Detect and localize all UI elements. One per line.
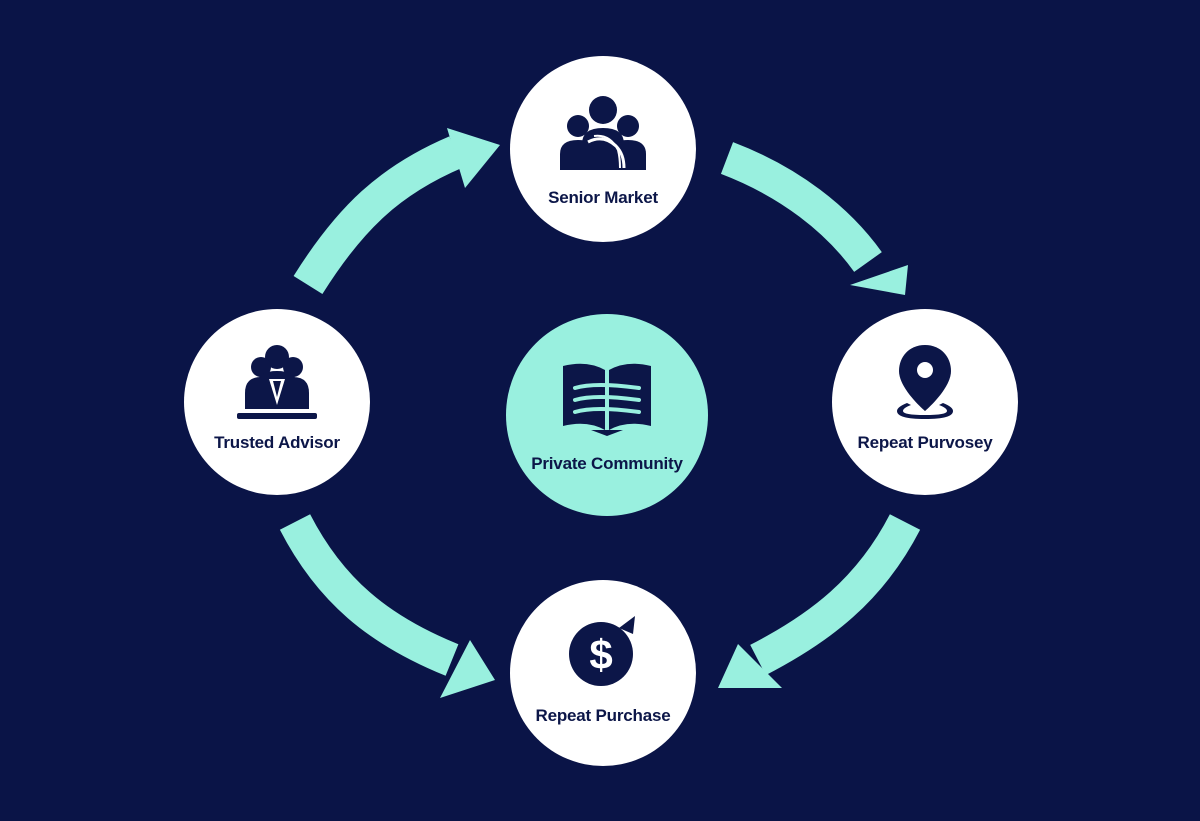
arrow-advisor-to-senior-market xyxy=(293,128,500,295)
node-label-senior-market: Senior Market xyxy=(548,188,658,207)
location-pin-icon xyxy=(897,345,953,419)
node-repeat-purvosey: Repeat Purvosey xyxy=(832,309,1018,495)
svg-text:$: $ xyxy=(589,631,612,678)
node-senior-market: Senior Market xyxy=(510,56,696,242)
node-label-trusted-advisor: Trusted Advisor xyxy=(214,433,340,452)
arrow-senior-market-to-purvosey xyxy=(720,142,908,295)
arrow-advisor-to-purchase xyxy=(279,514,495,698)
open-book-icon xyxy=(563,363,651,436)
node-label-private-community: Private Community xyxy=(531,454,683,473)
people-group-icon xyxy=(560,96,646,170)
node-private-community: Private Community xyxy=(506,314,708,516)
node-label-repeat-purchase: Repeat Purchase xyxy=(535,706,671,725)
arrow-purvosey-to-purchase xyxy=(718,514,921,688)
node-repeat-purchase: $ Repeat Purchase xyxy=(510,580,696,766)
advisor-icon xyxy=(237,345,317,419)
dollar-coin-icon: $ xyxy=(569,616,635,686)
node-label-repeat-purvosey: Repeat Purvosey xyxy=(857,433,993,452)
node-trusted-advisor: Trusted Advisor xyxy=(184,309,370,495)
